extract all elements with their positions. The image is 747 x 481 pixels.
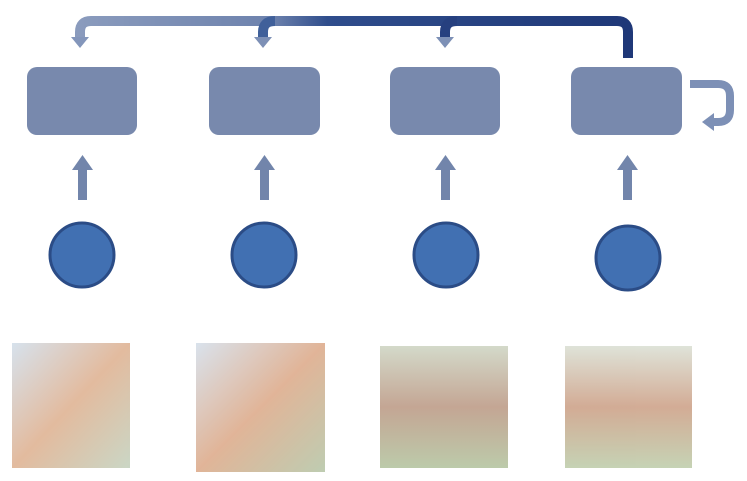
input-node-1 <box>48 221 116 289</box>
feedback-line <box>75 16 633 58</box>
hidden-state-box-3 <box>390 67 500 135</box>
input-node-2 <box>230 221 298 289</box>
arrowhead-down-icon <box>254 37 272 48</box>
hidden-state-box-2 <box>209 67 320 135</box>
input-node-4 <box>594 224 662 292</box>
input-image-fox-running <box>196 343 325 472</box>
arrow-up-icon <box>254 155 275 200</box>
self-loop-arrow <box>690 80 734 126</box>
arrowhead-down-icon <box>71 37 89 48</box>
arrowhead-down-icon <box>436 37 454 48</box>
arrowhead-left-icon <box>702 113 714 131</box>
arrow-up-icon <box>72 155 93 200</box>
hidden-state-box-1 <box>27 67 137 135</box>
arrow-up-icon <box>435 155 456 200</box>
input-arrows <box>72 155 638 200</box>
input-node-3 <box>412 221 480 289</box>
input-image-fox-leaping <box>12 343 130 468</box>
feedback-connections <box>71 16 633 58</box>
input-image-fox-in-grass <box>565 346 692 468</box>
feedback-branch-3 <box>440 16 458 38</box>
arrow-up-icon <box>617 155 638 200</box>
feedback-branch-2 <box>258 16 276 38</box>
hidden-state-box-4 <box>571 67 682 135</box>
input-image-dog-lying <box>380 346 508 468</box>
